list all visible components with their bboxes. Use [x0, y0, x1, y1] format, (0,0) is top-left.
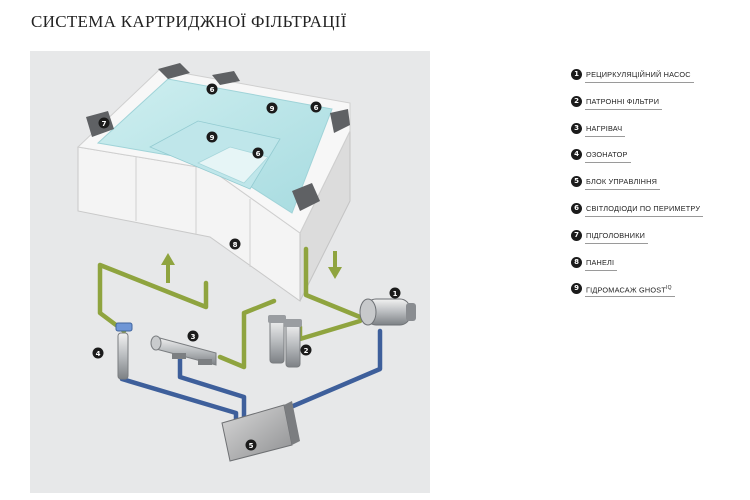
legend-label-text: ОЗОНАТОР [586, 150, 628, 160]
legend-item: 5 БЛОК УПРАВЛІННЯ [571, 175, 741, 202]
pump [359, 298, 416, 326]
legend-label: СВІТЛОДІОДИ ПО ПЕРИМЕТРУ [586, 203, 700, 214]
legend-underline [585, 108, 662, 110]
legend-label: ОЗОНАТОР [586, 149, 628, 160]
legend-number-badge: 7 [571, 229, 582, 241]
svg-text:5: 5 [249, 442, 254, 450]
legend-number-badge: 5 [571, 176, 582, 188]
legend-item: 3 НАГРІВАЧ [571, 122, 741, 149]
marker-control-unit: 5 [245, 439, 257, 451]
svg-text:6: 6 [314, 104, 319, 112]
svg-text:3: 3 [191, 333, 196, 341]
marker-ozonator: 4 [92, 347, 104, 359]
legend-label: ПАТРОННІ ФІЛЬТРИ [586, 96, 659, 107]
heater [150, 335, 217, 366]
legend-label: НАГРІВАЧ [586, 123, 622, 134]
legend-item: 7 ПІДГОЛОВНИКИ [571, 229, 741, 256]
legend-number-badge: 3 [571, 122, 582, 134]
svg-text:6: 6 [256, 150, 261, 158]
svg-text:2: 2 [304, 347, 309, 355]
diagram-svg: 1 2 3 4 5 6 6 6 [76, 63, 416, 462]
headrest-front [292, 183, 320, 211]
legend-label-text: СВІТЛОДІОДИ ПО ПЕРИМЕТРУ [586, 203, 701, 213]
marker-led-top-right: 6 [310, 101, 322, 113]
arrow-down-icon [328, 251, 342, 279]
cartridge-filters [268, 315, 302, 368]
marker-filters: 2 [300, 344, 312, 356]
pipes [97, 246, 383, 434]
svg-text:1: 1 [393, 290, 398, 298]
control-unit [221, 401, 300, 462]
green-pipe-left [97, 262, 209, 334]
legend-item: 8 ПАНЕЛІ [571, 256, 741, 283]
legend-underline [585, 296, 675, 298]
legend-number-badge: 4 [571, 149, 582, 161]
legend-item: 4 ОЗОНАТОР [571, 148, 741, 175]
legend-number-badge: 2 [571, 95, 582, 107]
green-pipe-filters-pump [297, 318, 363, 342]
legend-label-superscript: IQ [665, 285, 672, 292]
blue-pipe-heater-ctrl [177, 348, 247, 432]
legend-number-badge: 6 [571, 202, 582, 214]
green-pipe-pump-up [303, 246, 363, 320]
svg-text:8: 8 [233, 241, 238, 249]
legend-number-badge: 9 [571, 283, 582, 295]
legend-label-text: НАГРІВАЧ [586, 123, 623, 133]
arrow-up-icon [161, 253, 175, 283]
legend: 1 РЕЦИРКУЛЯЦІЙНИЙ НАСОС 2 ПАТРОННІ ФІЛЬТРИ 3… [571, 68, 741, 309]
marker-pump: 1 [389, 287, 401, 299]
headrest-right [330, 109, 350, 133]
legend-underline [585, 162, 631, 164]
headrest-top-left [158, 63, 190, 79]
legend-label: ПАНЕЛІ [586, 257, 614, 268]
svg-text:9: 9 [210, 134, 215, 142]
legend-label: ПІДГОЛОВНИКИ [586, 230, 645, 241]
ozonator [115, 322, 133, 380]
marker-led-top-left: 6 [206, 83, 218, 95]
marker-headrest: 7 [98, 117, 110, 129]
blue-pipe-pump-ctrl [269, 328, 383, 418]
green-pipe-heater-filters [217, 298, 277, 370]
legend-item: 2 ПАТРОННІ ФІЛЬТРИ [571, 95, 741, 122]
legend-number-badge: 1 [571, 69, 582, 80]
marker-led-inner: 6 [252, 147, 264, 159]
legend-underline [585, 135, 625, 137]
legend-item: 6 СВІТЛОДІОДИ ПО ПЕРИМЕТРУ [571, 202, 741, 229]
legend-label-text: ГІДРОМАСАЖ GHOST [586, 285, 666, 295]
marker-jets-inner: 9 [206, 131, 218, 143]
legend-underline [585, 82, 694, 83]
legend-number-badge: 8 [571, 256, 582, 268]
legend-underline [585, 269, 617, 271]
svg-text:9: 9 [270, 105, 275, 113]
svg-text:6: 6 [210, 86, 215, 94]
legend-underline [585, 189, 660, 191]
legend-underline [585, 242, 648, 244]
headrest-top-mid [212, 71, 240, 85]
page-title: СИСТЕМА КАРТРИДЖНОЇ ФІЛЬТРАЦІЇ [31, 12, 347, 31]
legend-label-text: ПІДГОЛОВНИКИ [586, 230, 646, 240]
legend-label-text: РЕЦИРКУЛЯЦІЙНИЙ НАСОС [586, 70, 691, 79]
svg-text:7: 7 [102, 120, 107, 128]
legend-label: БЛОК УПРАВЛІННЯ [586, 176, 657, 187]
legend-label-text: ПАНЕЛІ [586, 257, 615, 267]
marker-jets-top: 9 [266, 102, 278, 114]
legend-label: ГІДРОМАСАЖ GHOSTIQ [586, 283, 672, 295]
legend-label-text: ПАТРОННІ ФІЛЬТРИ [586, 96, 660, 106]
legend-item: 9 ГІДРОМАСАЖ GHOSTIQ [571, 282, 741, 309]
spa-tub [76, 63, 351, 302]
legend-underline [585, 215, 703, 217]
svg-text:4: 4 [96, 350, 101, 358]
legend-label-text: БЛОК УПРАВЛІННЯ [586, 177, 658, 187]
legend-item: 1 РЕЦИРКУЛЯЦІЙНИЙ НАСОС [571, 68, 741, 95]
marker-heater: 3 [187, 330, 199, 342]
spa-footwell [197, 146, 269, 184]
filtration-diagram: 1 2 3 4 5 6 6 6 [30, 51, 430, 493]
legend-label: РЕЦИРКУЛЯЦІЙНИЙ НАСОС [586, 69, 691, 80]
marker-panels: 8 [229, 238, 241, 250]
